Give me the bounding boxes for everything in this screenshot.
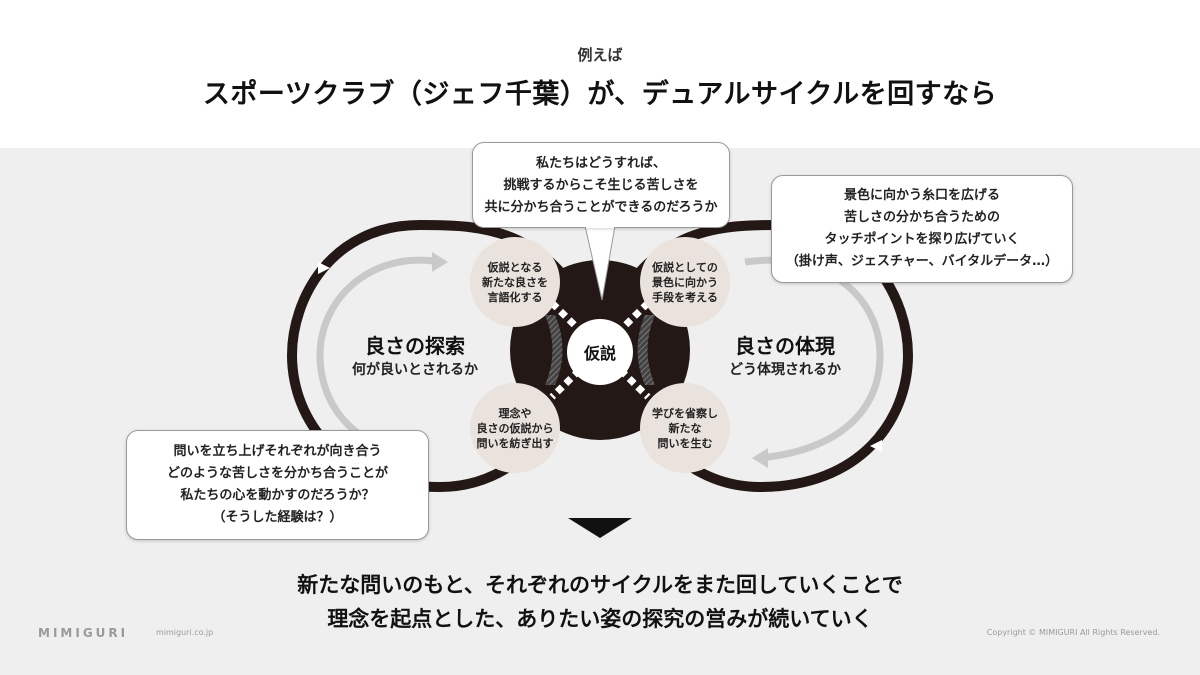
- kicker: 例えば: [577, 46, 623, 64]
- header: 例えば スポーツクラブ（ジェフ千葉）が、デュアルサイクルを回すなら: [0, 0, 1200, 148]
- left-hatch: [545, 315, 563, 385]
- bubble-line: 問いを立ち上げそれぞれが向き合う: [173, 444, 382, 459]
- center-circle: [567, 319, 633, 385]
- right-loop-subtitle: どう体現されるか: [729, 362, 841, 378]
- bubble-line: 私たちの心を動かすのだろうか？: [180, 488, 375, 503]
- right-action-bubble: 景色に向かう糸口を広げる 苦しさの分かち合うための タッチポイントを探り広げてい…: [771, 175, 1073, 283]
- page-title: スポーツクラブ（ジェフ千葉）が、デュアルサイクルを回すなら: [202, 79, 998, 110]
- conclusion-line-2: 理念を起点とした、ありたい姿の探究の営みが続いていく: [327, 607, 873, 631]
- node-bottom-left: [470, 383, 560, 473]
- tail-join: [586, 224, 614, 228]
- site-url: mimiguri.co.jp: [156, 628, 214, 637]
- bubble-line: どのような苦しさを分かち合うことが: [166, 466, 388, 481]
- bubble-line: 私たちはどうすれば、: [535, 156, 666, 171]
- right-loop-arrow-icon: [752, 448, 768, 468]
- left-loop-marker-icon: [318, 262, 330, 274]
- top-question-bubble: 私たちはどうすれば、 挑戦するからこそ生じる苦しさを 共に分かち合うことができる…: [472, 142, 730, 228]
- node-top-left-label: 仮説となる新たな良さを言語化する: [482, 261, 548, 304]
- left-loop-arrow-icon: [432, 252, 448, 272]
- right-loop-outer: [595, 219, 914, 493]
- brand-logo: MIMIGURI: [38, 626, 129, 640]
- node-bottom-right-label: 学びを省察し新たな問いを生む: [652, 407, 718, 450]
- node-top-right-label: 仮説としての景色に向かう手段を考える: [652, 261, 718, 304]
- left-loop-title: 良さの探索: [365, 334, 465, 358]
- conclusion: 新たな問いのもと、それぞれのサイクルをまた回していくことで 理念を起点とした、あ…: [0, 568, 1200, 636]
- bubble-line: 苦しさの分かち合うための: [843, 210, 1000, 225]
- bubble-line: （そうした経験は？）: [212, 510, 343, 525]
- bubble-line: （掛け声、ジェスチャー、バイタルデータ…）: [785, 254, 1059, 269]
- right-hatch: [637, 315, 655, 385]
- center-label: 仮説: [583, 344, 616, 363]
- down-arrow-icon: [568, 518, 632, 538]
- left-loop-outer: [286, 219, 605, 493]
- left-question-bubble: 問いを立ち上げそれぞれが向き合う どのような苦しさを分かち合うことが 私たちの心…: [126, 430, 429, 540]
- bubble-line: 景色に向かう糸口を広げる: [843, 188, 1000, 203]
- left-loop-subtitle: 何が良いとされるか: [352, 362, 478, 378]
- node-top-left: [470, 237, 560, 327]
- conclusion-line-1: 新たな問いのもと、それぞれのサイクルをまた回していくことで: [297, 573, 903, 597]
- node-bottom-left-label: 理念や良さの仮説から問いを紡ぎ出す: [476, 407, 554, 450]
- right-loop-marker-icon: [870, 440, 882, 452]
- bubble-line: タッチポイントを探り広げていく: [824, 232, 1020, 247]
- node-top-right: [640, 237, 730, 327]
- bubble-line: 共に分かち合うことができるのだろうか: [484, 200, 718, 215]
- connectors: [549, 300, 651, 400]
- right-loop-title: 良さの体現: [735, 334, 835, 358]
- bubble-line: 挑戦するからこそ生じる苦しさを: [503, 178, 699, 193]
- node-bottom-right: [640, 383, 730, 473]
- copyright: Copyright © MIMIGURI All Rights Reserved…: [986, 628, 1160, 637]
